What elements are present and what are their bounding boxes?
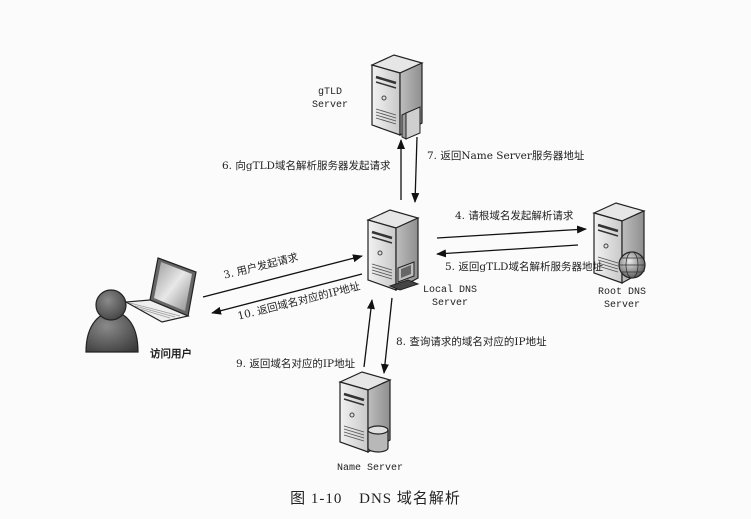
gtld-label-line1: gTLD xyxy=(317,87,342,98)
globe-icon xyxy=(618,251,646,279)
user-label: 访问用户 xyxy=(150,348,192,360)
local-dns-server-label: Local DNS Server xyxy=(415,284,485,310)
step-9-label: 9. 返回域名对应的IP地址 xyxy=(236,358,356,370)
step-7-label: 7. 返回Name Server服务器地址 xyxy=(427,150,585,162)
name-server-icon xyxy=(338,370,392,454)
gtld-server-label: gTLD Server xyxy=(305,86,355,112)
arrow-step-4 xyxy=(436,225,587,239)
step-8-label: 8. 查询请求的域名对应的IP地址 xyxy=(396,336,547,348)
arrow-step-8 xyxy=(380,297,393,374)
root-dns-server-label: Root DNS Server xyxy=(587,286,657,312)
arrow-step-9 xyxy=(363,299,375,368)
figure-title: DNS 域名解析 xyxy=(359,491,461,507)
database-icon xyxy=(367,425,389,453)
arrow-step-7 xyxy=(411,136,420,203)
root-dns-label-line2: Server xyxy=(603,300,640,311)
local-dns-label-line1: Local DNS xyxy=(422,285,477,296)
gtld-label-line2: Server xyxy=(311,100,348,111)
arrow-step-3 xyxy=(202,254,363,298)
step-4-label: 4. 请根域名发起解析请求 xyxy=(455,210,574,222)
gtld-server-icon xyxy=(370,53,424,140)
laptop-icon xyxy=(123,257,197,323)
root-dns-server-icon xyxy=(592,201,646,285)
step-5-label: 5. 返回gTLD域名解析服务器地址 xyxy=(445,261,603,273)
user-icon xyxy=(85,289,139,353)
local-dns-server-icon xyxy=(366,208,420,292)
figure-number: 图 1-10 xyxy=(290,491,343,507)
arrow-step-10 xyxy=(211,273,363,315)
root-dns-label-line1: Root DNS xyxy=(597,287,646,298)
figure-caption: 图 1-10 DNS 域名解析 xyxy=(0,487,751,508)
step-6-label: 6. 向gTLD域名解析服务器发起请求 xyxy=(222,160,391,172)
local-dns-label-line2: Server xyxy=(431,298,468,309)
arrow-step-5 xyxy=(436,244,579,258)
name-server-label: Name Server xyxy=(336,463,403,474)
